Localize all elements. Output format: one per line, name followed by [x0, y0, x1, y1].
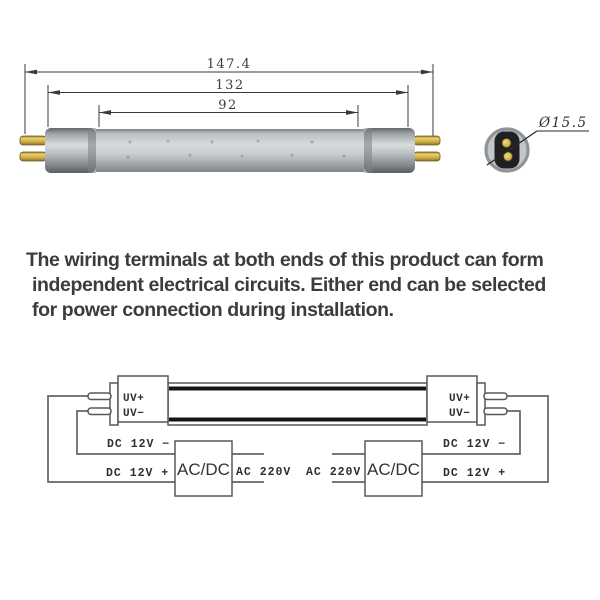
leader-line-diagonal [486, 130, 538, 166]
dimension-overall-length: 147.4 [24, 57, 434, 138]
left-dc-minus-label: DC 12V − [107, 438, 170, 451]
right-acdc-box [364, 440, 423, 497]
right-dc-minus-label: DC 12V − [443, 438, 506, 451]
right-uv-minus-label: UV− [449, 408, 470, 420]
dimension-drawing: 147.4 132 92 [19, 57, 589, 173]
pin-right-top [413, 135, 441, 146]
lamp-tube [19, 128, 441, 173]
right-end-cap [426, 375, 478, 423]
right-pin-top [483, 392, 508, 401]
tube-glass-body [96, 129, 364, 172]
tube-speckles [126, 139, 346, 159]
right-cap-rim [476, 382, 486, 426]
left-acdc-label: AC/DC [177, 460, 230, 479]
right-dc-plus-label: DC 12V + [443, 467, 506, 480]
left-ac-input-label: AC 220V [236, 466, 291, 479]
arrowhead-right [346, 110, 358, 115]
pin-left-bottom [19, 151, 47, 162]
dimension-tube-length: 132 [47, 78, 409, 127]
left-pin-top [87, 392, 112, 401]
arrowhead-left [99, 110, 111, 115]
end-cap-right [364, 128, 415, 173]
wire-left-dc-minus [76, 410, 180, 455]
description-line: for power connection during installation… [32, 299, 394, 321]
arrowhead-right [421, 69, 433, 75]
left-dc-plus-label: DC 12V + [106, 467, 169, 480]
pin-right-bottom [413, 151, 441, 162]
arrowhead-left [25, 69, 37, 75]
converters: AC/DC AC/DC [174, 440, 423, 497]
description-line: independent electrical circuits. Either … [32, 274, 546, 296]
right-acdc-label: AC/DC [367, 460, 420, 479]
dimension-value: 147.4 [207, 57, 252, 72]
terminal-pin-bottom [503, 151, 513, 162]
left-cap-rim [109, 382, 119, 426]
wire-labels: DC 12V − DC 12V + AC 220V AC 220V DC 12V… [106, 438, 506, 480]
terminal-pin-top [501, 138, 512, 148]
arrowhead-left [48, 90, 60, 95]
arrowhead-right [396, 90, 408, 95]
dimension-inner-length: 92 [98, 98, 359, 127]
diameter-value: Ø15.5 [538, 115, 588, 131]
description-line: The wiring terminals at both ends of thi… [26, 249, 544, 271]
description-paragraph: The wiring terminals at both ends of thi… [0, 248, 600, 323]
dimension-value: 92 [218, 98, 238, 113]
right-uv-plus-label: UV+ [449, 393, 470, 405]
left-uv-plus-label: UV+ [123, 393, 144, 405]
cap-rim-right [364, 128, 372, 173]
pin-left-top [19, 135, 47, 146]
terminal-block [494, 131, 520, 169]
cap-rim-left [88, 128, 96, 173]
left-acdc-box [174, 440, 233, 497]
wire-left-dc-plus [47, 395, 180, 483]
schematic-lamp-tube: UV+ UV− UV+ UV− [87, 375, 508, 426]
end-view: Ø15.5 [484, 115, 589, 173]
wires [47, 395, 549, 483]
dimension-value: 132 [215, 78, 244, 93]
wiring-diagram: UV+ UV− UV+ UV− AC/DC AC/DC DC 12V − DC … [47, 375, 549, 497]
right-pin-bottom [483, 407, 508, 416]
left-pin-bottom [87, 407, 112, 416]
wire-right-dc-plus [418, 395, 549, 483]
end-cap-left [45, 128, 96, 173]
wire-right-dc-minus [418, 410, 521, 455]
left-end-cap [117, 375, 169, 423]
right-ac-input-label: AC 220V [306, 466, 361, 479]
left-uv-minus-label: UV− [123, 408, 144, 420]
